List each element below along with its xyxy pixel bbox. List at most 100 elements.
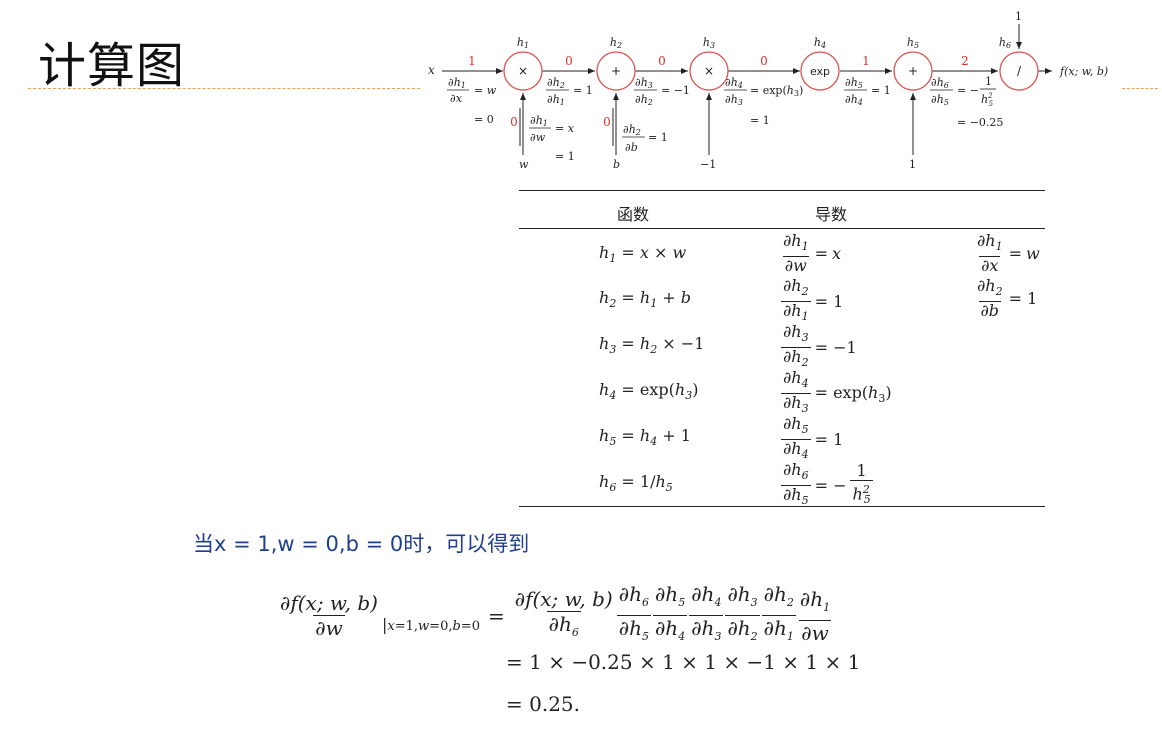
graph-nodes — [503, 51, 1039, 91]
svg-text:= −: = − — [957, 84, 979, 97]
table-row-d2-1: ∂h1∂x=w — [977, 231, 1040, 276]
svg-text:∂x: ∂x — [450, 92, 463, 105]
value-h4: 1 — [862, 54, 870, 68]
node-h4 — [800, 51, 840, 91]
table-top-rule — [519, 190, 1045, 191]
table-row-fn-2: h2 = h1 + b — [599, 288, 692, 311]
node-h2 — [596, 51, 636, 91]
node-h5 — [893, 51, 933, 91]
svg-text:= 1: = 1 — [573, 84, 593, 97]
value-h5: 2 — [961, 54, 969, 68]
deriv-dh2-dh1: ∂h2 ∂h1 = 1 — [546, 76, 593, 107]
page-title: 计算图 — [38, 38, 186, 94]
node-h4-label: h4 — [814, 36, 826, 50]
value-w: 0 — [510, 115, 518, 129]
output-f: f(x; w, b) — [1059, 65, 1108, 78]
input-x: x — [428, 63, 435, 77]
table-row-d1-4: ∂h4∂h3= exp(h3) — [781, 368, 892, 418]
divider-left — [28, 88, 420, 89]
svg-text:= 1: = 1 — [648, 131, 668, 144]
deriv-dh3-dh2: ∂h3 ∂h2 = −1 — [634, 76, 690, 107]
table-row-fn-3: h3 = h2 × −1 — [599, 334, 705, 357]
table-row-fn-4: h4 = exp(h3) — [599, 380, 699, 403]
table-row-d1-2: ∂h2∂h1= 1 — [781, 276, 843, 326]
deriv-dh1-dw: ∂h1 ∂w = x = 1 — [529, 114, 575, 163]
value-h3: 0 — [760, 54, 768, 68]
node-h6 — [999, 51, 1039, 91]
svg-text:= x: = x — [555, 122, 575, 135]
table-row-d1-1: ∂h1∂w=x — [782, 231, 842, 276]
deriv-dh1-dx: ∂h1 ∂x = w = 0 — [447, 76, 497, 126]
svg-text:∂h3: ∂h3 — [725, 93, 743, 107]
svg-text:= −1: = −1 — [661, 84, 690, 97]
node-h3 — [689, 51, 729, 91]
input-b: b — [613, 158, 620, 171]
value-b: 0 — [603, 115, 611, 129]
svg-text:∂h6: ∂h6 — [931, 76, 949, 90]
svg-text:∂b: ∂b — [625, 141, 638, 154]
table-row-d2-2: ∂h2∂b= 1 — [977, 276, 1038, 321]
node-h5-op: + — [908, 64, 918, 78]
svg-text:∂h1: ∂h1 — [448, 76, 466, 90]
table-row-d1-3: ∂h3∂h2= −1 — [781, 322, 857, 372]
node-h1-op: × — [518, 64, 528, 78]
svg-text:∂w: ∂w — [530, 131, 546, 144]
input-one-h5: 1 — [909, 158, 916, 171]
node-h3-op: × — [704, 64, 714, 78]
svg-text:∂h3: ∂h3 — [635, 76, 653, 90]
svg-text:∂h2: ∂h2 — [623, 123, 641, 137]
svg-text:h25: h25 — [981, 92, 994, 108]
table-bottom-rule — [519, 506, 1045, 507]
value-x: 1 — [468, 54, 476, 68]
table-row-fn-6: h6 = 1/h5 — [599, 472, 673, 495]
input-w: w — [519, 158, 529, 171]
svg-text:∂h2: ∂h2 — [635, 93, 653, 107]
deriv-dh5-dh4: ∂h5 ∂h4 = 1 — [844, 76, 891, 107]
table-header-rule — [519, 228, 1045, 229]
svg-text:∂h4: ∂h4 — [845, 93, 863, 107]
svg-text:= 1: = 1 — [750, 114, 770, 127]
result-line-3: = 0.25. — [506, 692, 581, 716]
node-h3-label: h3 — [703, 36, 715, 50]
svg-text:∂h1: ∂h1 — [530, 114, 548, 128]
svg-text:= exp(h3): = exp(h3) — [750, 84, 803, 98]
table-row-d1-5: ∂h5∂h4= 1 — [781, 414, 843, 464]
table-header-derivative: 导数 — [815, 205, 848, 224]
svg-text:∂h2: ∂h2 — [547, 76, 565, 90]
value-h1: 0 — [565, 54, 573, 68]
svg-text:= w: = w — [474, 84, 497, 97]
computation-graph: × + × exp + / h1 h2 h3 h4 h5 h6 x f(x; w… — [428, 10, 1108, 171]
table-header-function: 函数 — [617, 205, 650, 224]
input-one-h6: 1 — [1015, 10, 1022, 23]
node-h6-label: h6 — [999, 36, 1011, 50]
main-edges — [442, 24, 1052, 155]
result-line-2: = 1 × −0.25 × 1 × 1 × −1 × 1 × 1 — [506, 650, 861, 674]
node-h2-op: + — [611, 64, 621, 78]
value-h2: 0 — [658, 54, 666, 68]
node-h6-op: / — [1017, 64, 1022, 78]
node-h5-label: h5 — [907, 36, 919, 50]
divider-right — [1122, 88, 1158, 89]
svg-text:∂h4: ∂h4 — [725, 76, 743, 90]
svg-text:1: 1 — [985, 75, 992, 88]
svg-text:= 1: = 1 — [555, 150, 575, 163]
table-row-fn-1: h1 = x × w — [599, 243, 687, 266]
table-row-fn-5: h5 = h4 + 1 — [599, 426, 691, 449]
condition-text: 当x = 1,w = 0,b = 0时，可以得到 — [193, 532, 530, 556]
svg-text:∂h5: ∂h5 — [845, 76, 863, 90]
node-h1 — [503, 51, 543, 91]
svg-text:= 0: = 0 — [474, 113, 494, 126]
svg-text:∂h1: ∂h1 — [547, 93, 565, 107]
svg-text:= 1: = 1 — [871, 84, 891, 97]
node-h4-op: exp — [810, 65, 830, 78]
node-h2-label: h2 — [610, 36, 622, 50]
node-h1-label: h1 — [517, 36, 529, 50]
input-neg1: −1 — [700, 158, 716, 171]
svg-text:= −0.25: = −0.25 — [957, 116, 1003, 129]
deriv-dh4-dh3: ∂h4 ∂h3 = exp(h3) = 1 — [724, 76, 803, 127]
svg-text:∂h5: ∂h5 — [931, 93, 949, 107]
result-line-1: ∂f(x; w, b)∂w |x=1,w=0,b=0 = ∂f(x; w, b)… — [278, 582, 832, 649]
deriv-dh2-db: ∂h2 ∂b = 1 — [622, 123, 668, 154]
